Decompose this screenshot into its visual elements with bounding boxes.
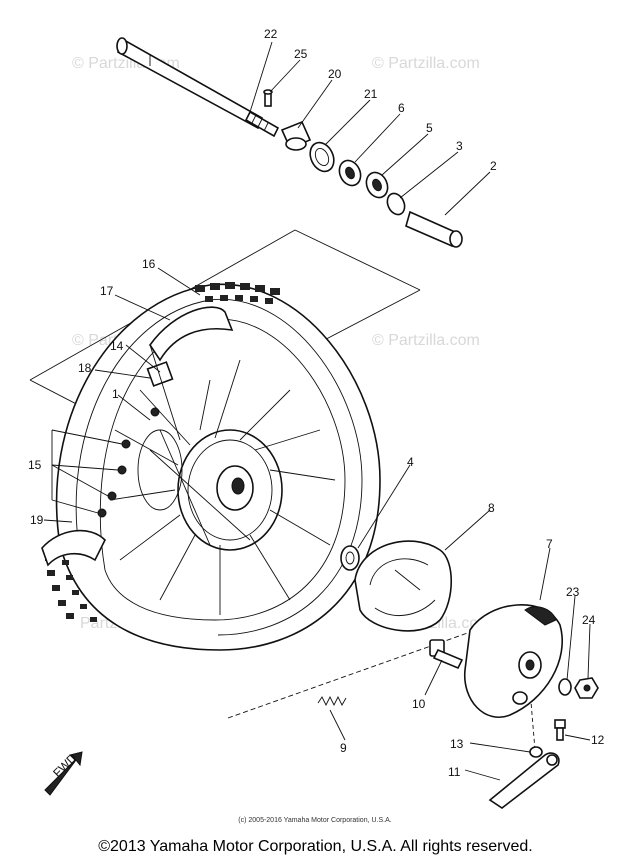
callout-8: 8 (488, 501, 495, 515)
small-copyright: (c) 2005-2016 Yamaha Motor Corporation, … (238, 817, 391, 824)
watermark: © Partzilla.com (372, 55, 480, 72)
oil-seal (309, 141, 335, 173)
fwd-arrow-icon: FWD (44, 751, 83, 796)
dust-seal (340, 545, 360, 571)
watermark: © Partzilla.com (372, 332, 480, 349)
callout-4: 4 (407, 455, 414, 469)
callout-6: 6 (398, 101, 405, 115)
callout-3: 3 (456, 139, 463, 153)
callout-2: 2 (490, 159, 497, 173)
washer (558, 678, 572, 696)
bead-stopper (41, 529, 106, 567)
callout-13: 13 (450, 737, 464, 751)
collar (280, 120, 312, 151)
brake-shoe-set (354, 540, 453, 632)
callout-22: 22 (264, 27, 278, 41)
leader-lines (43, 41, 591, 781)
spokes (109, 344, 336, 615)
axle (116, 37, 280, 138)
callout-7: 7 (546, 537, 553, 551)
callout-16: 16 (142, 257, 156, 271)
brake-cam-lever (488, 752, 560, 809)
callout-9: 9 (340, 741, 347, 755)
footer-copyright: ©2013 Yamaha Motor Corporation, U.S.A. A… (98, 838, 533, 855)
callout-10: 10 (412, 697, 426, 711)
callout-1: 1 (112, 387, 119, 401)
callout-12: 12 (591, 733, 605, 747)
callout-18: 18 (78, 361, 92, 375)
brake-shoe-plate (464, 604, 563, 718)
callout-15: 15 (28, 458, 42, 472)
collar (405, 210, 463, 248)
bearing (338, 159, 362, 187)
callout-5: 5 (426, 121, 433, 135)
bolt (554, 719, 566, 741)
brake-camshaft (429, 639, 464, 670)
callout-23: 23 (566, 585, 580, 599)
callout-19: 19 (30, 513, 44, 527)
callout-24: 24 (582, 613, 596, 627)
callout-21: 21 (364, 87, 378, 101)
hub (137, 429, 283, 551)
spacer (386, 192, 406, 216)
callout-17: 17 (100, 284, 114, 298)
bearing (365, 171, 389, 199)
spoke-nipples (97, 407, 160, 518)
callout-11: 11 (448, 765, 461, 779)
return-spring (317, 695, 347, 707)
callout-14: 14 (110, 339, 124, 353)
inner-tube (149, 306, 234, 362)
grease-fitting (263, 89, 273, 107)
callout-25: 25 (294, 47, 308, 61)
axle-nut (574, 677, 599, 699)
washer (529, 746, 543, 758)
callout-20: 20 (328, 67, 342, 81)
